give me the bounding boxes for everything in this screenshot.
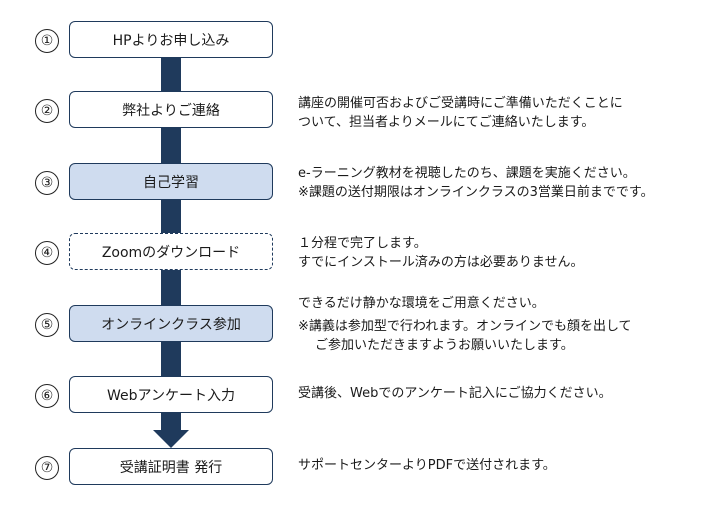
- description-line: １分程で完了します。: [298, 236, 427, 251]
- step-number-7: ⑦: [35, 456, 59, 480]
- step-number-5: ⑤: [35, 313, 59, 337]
- description-line: できるだけ静かな環境をご用意ください。: [298, 296, 545, 311]
- step-description-5: できるだけ静かな環境をご用意ください。 ※講義は参加型で行われます。オンラインで…: [298, 294, 708, 355]
- step-box-web-survey: Webアンケート入力: [69, 376, 273, 413]
- step-description-2: 講座の開催可否およびご受講時にご準備いただくことに ついて、担当者よりメールにて…: [298, 94, 708, 132]
- step-description-7: サポートセンターよりPDFで送付されます。: [298, 456, 708, 475]
- description-line: ご参加いただきますようお願いいたします。: [315, 338, 574, 353]
- step-box-self-study: 自己学習: [69, 163, 273, 200]
- description-line: e-ラーニング教材を視聴したのち、課題を実施ください。: [298, 166, 636, 181]
- step-label-5: オンラインクラス参加: [101, 316, 241, 333]
- description-line: ※講義は参加型で行われます。オンラインでも顔を出して: [298, 319, 632, 334]
- step-description-6: 受講後、Webでのアンケート記入にご協力ください。: [298, 384, 708, 403]
- step-box-online-class: オンラインクラス参加: [69, 305, 273, 342]
- step-number-4: ④: [35, 241, 59, 265]
- step-label-7: 受講証明書 発行: [119, 459, 223, 476]
- description-line: ついて、担当者よりメールにてご連絡いたします。: [298, 115, 595, 130]
- step-label-6: Webアンケート入力: [107, 387, 235, 404]
- description-line: サポートセンターよりPDFで送付されます。: [298, 458, 556, 473]
- step-description-3: e-ラーニング教材を視聴したのち、課題を実施ください。 ※課題の送付期限はオンラ…: [298, 164, 708, 202]
- step-box-contact: 弊社よりご連絡: [69, 91, 273, 128]
- description-line: すでにインストール済みの方は必要ありません。: [298, 255, 584, 270]
- description-line: 受講後、Webでのアンケート記入にご協力ください。: [298, 386, 612, 401]
- flow-arrow-head: [153, 430, 189, 448]
- step-number-1: ①: [35, 29, 59, 53]
- step-number-3: ③: [35, 171, 59, 195]
- step-label-3: 自己学習: [143, 174, 199, 191]
- step-label-2: 弊社よりご連絡: [122, 102, 220, 119]
- step-box-certificate: 受講証明書 発行: [69, 448, 273, 485]
- step-number-6: ⑥: [35, 384, 59, 408]
- step-description-4: １分程で完了します。 すでにインストール済みの方は必要ありません。: [298, 234, 708, 272]
- step-number-2: ②: [35, 99, 59, 123]
- step-label-1: HPよりお申し込み: [112, 32, 230, 49]
- description-line: ※課題の送付期限はオンラインクラスの3営業日前までです。: [298, 185, 654, 200]
- step-label-4: Zoomのダウンロード: [101, 244, 241, 261]
- step-box-zoom-download: Zoomのダウンロード: [69, 233, 273, 270]
- step-box-apply: HPよりお申し込み: [69, 21, 273, 58]
- description-line: 講座の開催可否およびご受講時にご準備いただくことに: [298, 96, 623, 111]
